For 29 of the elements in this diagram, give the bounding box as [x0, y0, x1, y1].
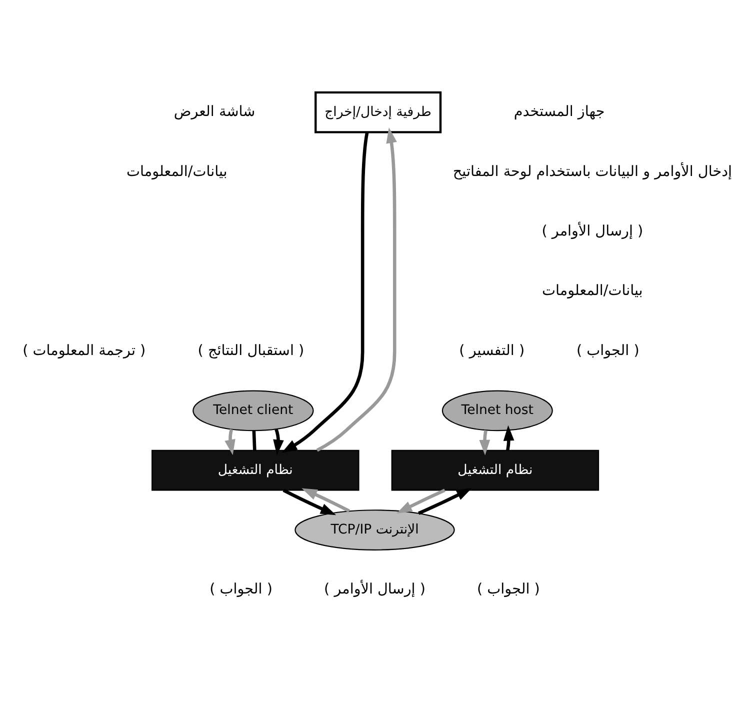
arrow [282, 132, 369, 452]
arrow [503, 424, 514, 450]
label: بيانات/المعلومات [126, 163, 228, 180]
node-box: نظام التشغيل [152, 449, 360, 490]
arrow [224, 428, 236, 455]
label: ( الجواب ) [476, 580, 540, 597]
label: ( الجواب ) [576, 342, 640, 358]
label: ( استقبال النتائج ) [198, 342, 304, 358]
node-ellipse: TCP/IP الإنترنت [294, 509, 455, 550]
node-ellipse: Telnet client [192, 390, 314, 431]
node-ellipse: Telnet host [442, 390, 553, 431]
arrow [418, 488, 472, 514]
arrow [479, 430, 490, 455]
label: إدخال الأوامر و البيانات باستخدام لوحة المفاتيح [452, 163, 732, 180]
label: ( ترجمة المعلومات ) [22, 342, 146, 358]
node-box: نظام التشغيل [391, 449, 600, 490]
arrow [316, 127, 397, 452]
label: شاشة العرض [174, 104, 256, 120]
label: ( إرسال الأوامر ) [542, 222, 644, 239]
arrow [282, 488, 336, 515]
connector [252, 430, 256, 450]
label: جهاز المستخدم [514, 104, 605, 120]
arrow [273, 428, 284, 455]
label: بيانات/المعلومات [542, 282, 643, 299]
label: ( التفسير ) [459, 342, 525, 358]
arrow [396, 488, 446, 513]
node-box: طرفية إدخال/إخراج [314, 90, 442, 133]
label: ( الجواب ) [210, 580, 272, 597]
label: ( إرسال الأوامر ) [324, 580, 426, 597]
